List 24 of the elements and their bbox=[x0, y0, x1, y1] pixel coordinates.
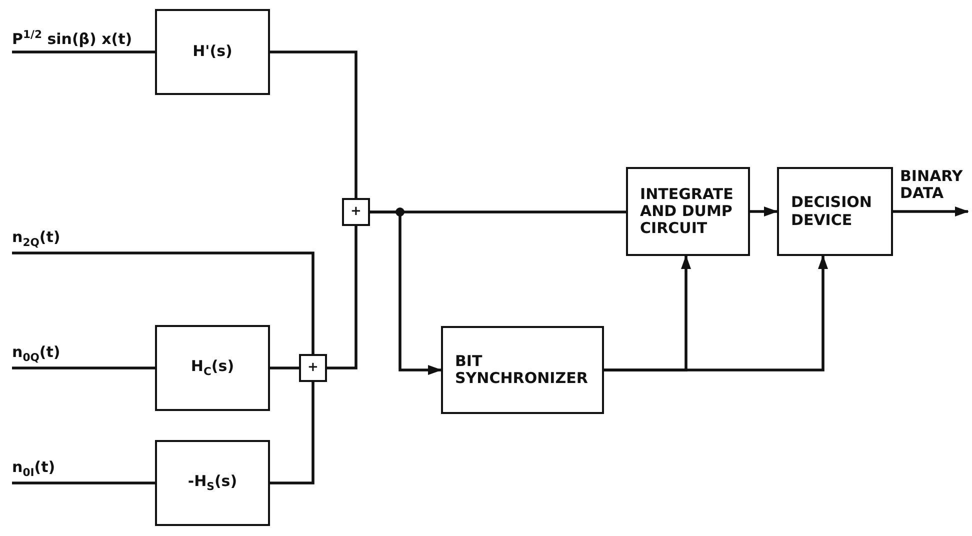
process-box: DECISION DEVICE bbox=[777, 167, 893, 256]
signal-line bbox=[12, 252, 314, 354]
signal-label: n$_{2Q}$(t) bbox=[12, 224, 122, 253]
arrow bbox=[370, 210, 442, 375]
arrow bbox=[604, 255, 828, 372]
process-box: BIT SYNCHRONIZER bbox=[441, 326, 604, 414]
process-box: INTEGRATE AND DUMP CIRCUIT bbox=[626, 167, 750, 256]
signal-label: n$_{0Q}$(t) bbox=[12, 339, 122, 368]
signal-line bbox=[12, 482, 155, 484]
signal-line bbox=[327, 226, 358, 370]
process-box: H'(s) bbox=[155, 9, 270, 95]
summing-junction: + bbox=[342, 198, 370, 226]
edge-label: BINARY DATA bbox=[900, 168, 966, 201]
signal-line bbox=[270, 50, 358, 198]
arrow bbox=[750, 206, 778, 216]
signal-line bbox=[270, 366, 299, 370]
arrow bbox=[893, 206, 969, 216]
summing-junction: + bbox=[299, 354, 327, 382]
signal-line bbox=[270, 382, 314, 484]
process-box: -H$_{S}$(s) bbox=[155, 440, 270, 526]
signal-line bbox=[12, 50, 155, 54]
process-box: H$_{C}$(s) bbox=[155, 325, 270, 411]
signal-label: n$_{0I}$(t) bbox=[12, 454, 122, 483]
signal-line bbox=[12, 366, 155, 370]
